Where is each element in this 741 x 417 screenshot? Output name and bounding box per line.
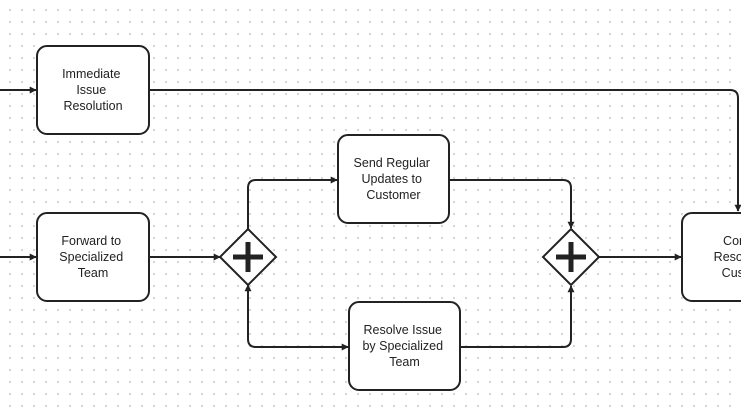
task-label-line: Send Regular: [354, 156, 430, 170]
task-label-line: Team: [389, 355, 420, 369]
task-label-line: Specialized: [59, 250, 123, 264]
task-label-line: Customer: [366, 188, 420, 202]
task-label-line: Resoluti: [714, 250, 741, 264]
plus-icon: [233, 242, 263, 272]
flow-split-to-updates[interactable]: [247, 176, 338, 229]
task-label-line: Conf: [723, 234, 741, 248]
sequence-flows: [0, 86, 741, 351]
svg-text:Immediate Issue: Immediate Issue Resolution: [62, 67, 124, 113]
flow-resolve-to-join[interactable]: [460, 285, 575, 348]
task-label-line: Custo: [722, 266, 741, 280]
task-label-line: by Specialized: [362, 339, 443, 353]
task-label-line: Immediate: [62, 67, 120, 81]
plus-icon: [556, 242, 586, 272]
task-resolve-issue-by-specialized-team[interactable]: Resolve Issue by Specialized Team: [348, 301, 461, 391]
task-label-line: Resolve Issue: [364, 323, 443, 337]
task-immediate-resolution[interactable]: Immediate Issue Resolution: [36, 45, 150, 135]
flow-split-to-resolve[interactable]: [244, 284, 349, 351]
task-label-line: Team: [78, 266, 109, 280]
svg-text:Conf Resoluti: Conf Resoluti Custo: [714, 234, 741, 280]
task-forward-to-specialized-team[interactable]: Forward to Specialized Team: [36, 212, 150, 302]
svg-text:Send Regular Updates t: Send Regular Updates to Customer: [354, 156, 434, 202]
task-label-line: Issue: [76, 83, 106, 97]
parallel-gateway-split[interactable]: [218, 227, 278, 287]
task-label-line: Forward to: [61, 234, 121, 248]
flow-immediate-to-confirm[interactable]: [149, 89, 741, 212]
task-confirm-resolution-partial[interactable]: Conf Resoluti Custo: [681, 212, 741, 302]
flow-updates-to-join[interactable]: [449, 179, 575, 229]
parallel-gateway-join[interactable]: [541, 227, 601, 287]
svg-text:Forward to Specialized: Forward to Specialized Team: [59, 234, 126, 280]
task-label-line: Resolution: [63, 99, 122, 113]
task-label-line: Updates to: [362, 172, 423, 186]
task-send-regular-updates[interactable]: Send Regular Updates to Customer: [337, 134, 450, 224]
svg-text:Resolve Issue by Speci: Resolve Issue by Specialized Team: [362, 323, 446, 369]
